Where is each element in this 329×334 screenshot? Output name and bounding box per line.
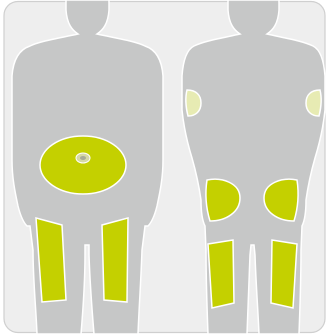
- left-front-thigh-injection-site: [36, 218, 66, 302]
- right-front-thigh-injection-site: [102, 218, 128, 302]
- right-back-thigh-injection-site: [271, 240, 297, 308]
- left-back-upper-arm-injection-site: [186, 90, 201, 116]
- left-back-thigh-injection-site: [208, 240, 234, 308]
- navel-icon: [80, 156, 86, 160]
- right-back-upper-arm-injection-site: [306, 90, 321, 116]
- abdomen-injection-site: [40, 136, 126, 194]
